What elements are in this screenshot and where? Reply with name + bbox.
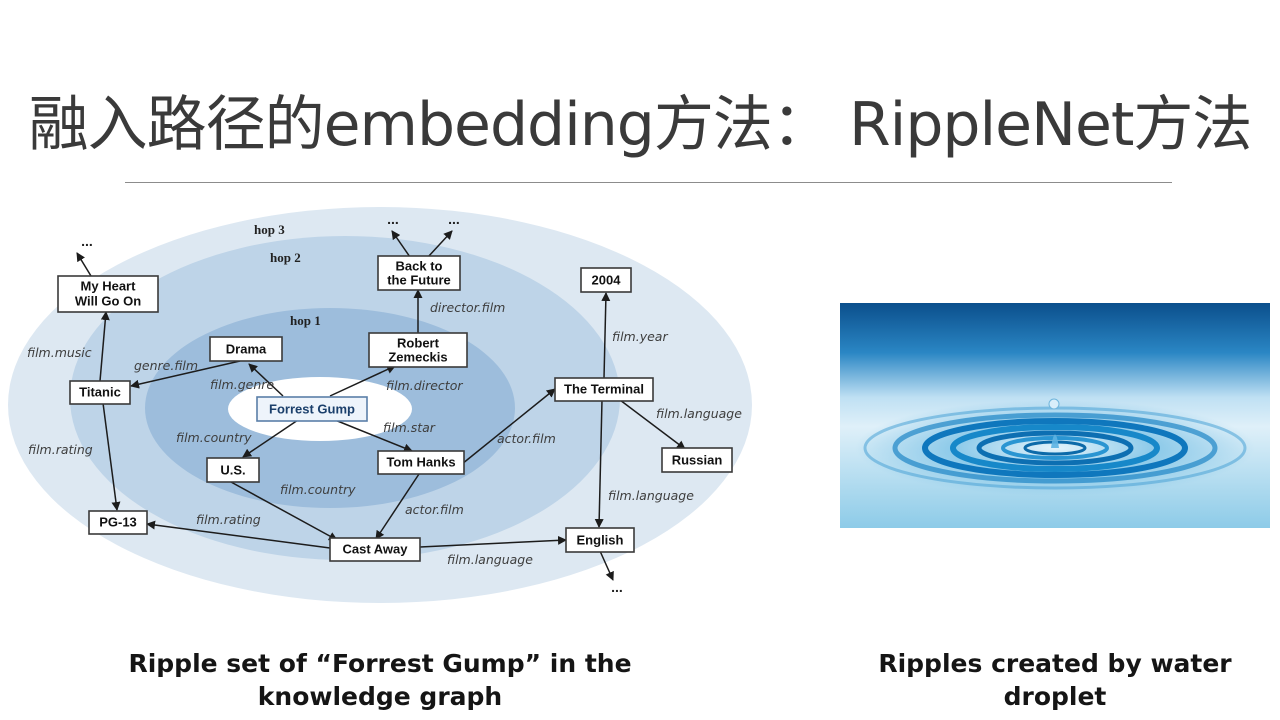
edge-us-castaway (230, 481, 338, 541)
edge-label-film-genre: film.genre (210, 377, 274, 392)
node-back-to-the-future: Back to the Future (377, 255, 461, 291)
edge-label-actor-film-1: actor.film (497, 431, 556, 446)
node-titanic: Titanic (69, 380, 131, 405)
edge-label-film-director: film.director (386, 378, 463, 393)
svg-text:Will Go On: Will Go On (75, 294, 141, 309)
water-droplet-ripples-image (840, 303, 1270, 528)
svg-text:U.S.: U.S. (220, 463, 245, 478)
svg-text:Tom Hanks: Tom Hanks (386, 455, 455, 470)
node-drama: Drama (209, 336, 283, 362)
svg-text:Drama: Drama (226, 342, 267, 357)
edge-castaway-pg13 (146, 520, 331, 549)
edge-myheart-more (76, 252, 92, 277)
svg-text:English: English (577, 533, 624, 548)
edge-forrest-zemeckis (329, 365, 396, 397)
ellipsis-my-heart: ... (81, 233, 93, 249)
svg-text:Titanic: Titanic (79, 385, 121, 400)
caption-ripple-set: Ripple set of “Forrest Gump” in the know… (128, 649, 632, 711)
caption-water-ripples: Ripples created by water droplet (878, 649, 1232, 711)
knowledge-graph-diagram: hop 3 hop 2 hop 1 (8, 207, 752, 603)
ellipsis-english: ... (611, 579, 623, 595)
node-cast-away: Cast Away (329, 537, 421, 562)
svg-text:Zemeckis: Zemeckis (388, 350, 447, 365)
edge-tomhanks-castaway (375, 473, 420, 540)
svg-text:Robert: Robert (397, 336, 440, 351)
edge-label-film-country-2: film.country (280, 482, 356, 497)
ellipsis-future-left: ... (387, 211, 399, 227)
node-tom-hanks: Tom Hanks (377, 450, 465, 475)
edge-forrest-tomhanks (334, 419, 413, 453)
edge-label-actor-film-2: actor.film (405, 502, 464, 517)
edge-castaway-english (419, 535, 567, 548)
edge-future-more-left (391, 230, 411, 258)
edge-label-film-rating-bottom: film.rating (196, 512, 261, 527)
svg-text:Forrest Gump: Forrest Gump (269, 402, 355, 417)
svg-text:Back to: Back to (396, 259, 443, 274)
slide-title: 融入路径的embedding方法： RippleNet方法 (28, 90, 1253, 160)
edge-label-film-language-english: film.language (608, 488, 694, 503)
edge-forrest-drama (248, 363, 284, 397)
edge-forrest-us (242, 419, 299, 458)
edge-tomhanks-terminal (461, 388, 556, 465)
node-the-terminal: The Terminal (554, 377, 654, 402)
edge-english-more (599, 550, 614, 581)
node-english: English (565, 527, 635, 553)
edge-label-film-language-castaway: film.language (447, 552, 533, 567)
edge-titanic-pg13 (102, 402, 121, 511)
node-pg-13: PG-13 (88, 510, 148, 535)
node-us: U.S. (206, 457, 260, 483)
edge-terminal-english (594, 399, 604, 528)
hop-1-label: hop 1 (290, 313, 321, 328)
node-2004: 2004 (580, 267, 632, 293)
node-russian: Russian (661, 447, 733, 473)
title-divider (125, 182, 1172, 183)
graph-edges (76, 230, 686, 581)
hop-2-label: hop 2 (270, 250, 301, 265)
ellipsis-future-right: ... (448, 211, 460, 227)
edge-label-genre-film: genre.film (134, 358, 198, 373)
edge-titanic-myheart (99, 311, 110, 382)
edge-label-film-star: film.star (383, 420, 436, 435)
svg-text:PG-13: PG-13 (99, 515, 137, 530)
node-my-heart-will-go-on: My Heart Will Go On (57, 275, 159, 313)
edge-label-film-year: film.year (612, 329, 668, 344)
edge-label-director-film: director.film (430, 300, 505, 315)
node-robert-zemeckis: Robert Zemeckis (368, 332, 468, 368)
edge-label-film-language-russian: film.language (656, 406, 742, 421)
edge-terminal-2004 (601, 292, 611, 379)
edge-terminal-russian (619, 399, 686, 450)
svg-text:2004: 2004 (592, 273, 622, 288)
svg-text:The Terminal: The Terminal (564, 382, 644, 397)
edge-drama-titanic (130, 360, 241, 389)
svg-text:the Future: the Future (387, 273, 451, 288)
edge-label-film-music: film.music (27, 345, 92, 360)
svg-text:My Heart: My Heart (81, 279, 137, 294)
edge-future-more-right (427, 230, 453, 258)
edge-label-film-rating-left: film.rating (28, 442, 93, 457)
svg-text:Russian: Russian (672, 453, 723, 468)
hop-3-label: hop 3 (254, 222, 285, 237)
node-forrest-gump: Forrest Gump (256, 396, 368, 422)
edge-label-film-country-1: film.country (176, 430, 252, 445)
svg-text:Cast Away: Cast Away (342, 542, 408, 557)
